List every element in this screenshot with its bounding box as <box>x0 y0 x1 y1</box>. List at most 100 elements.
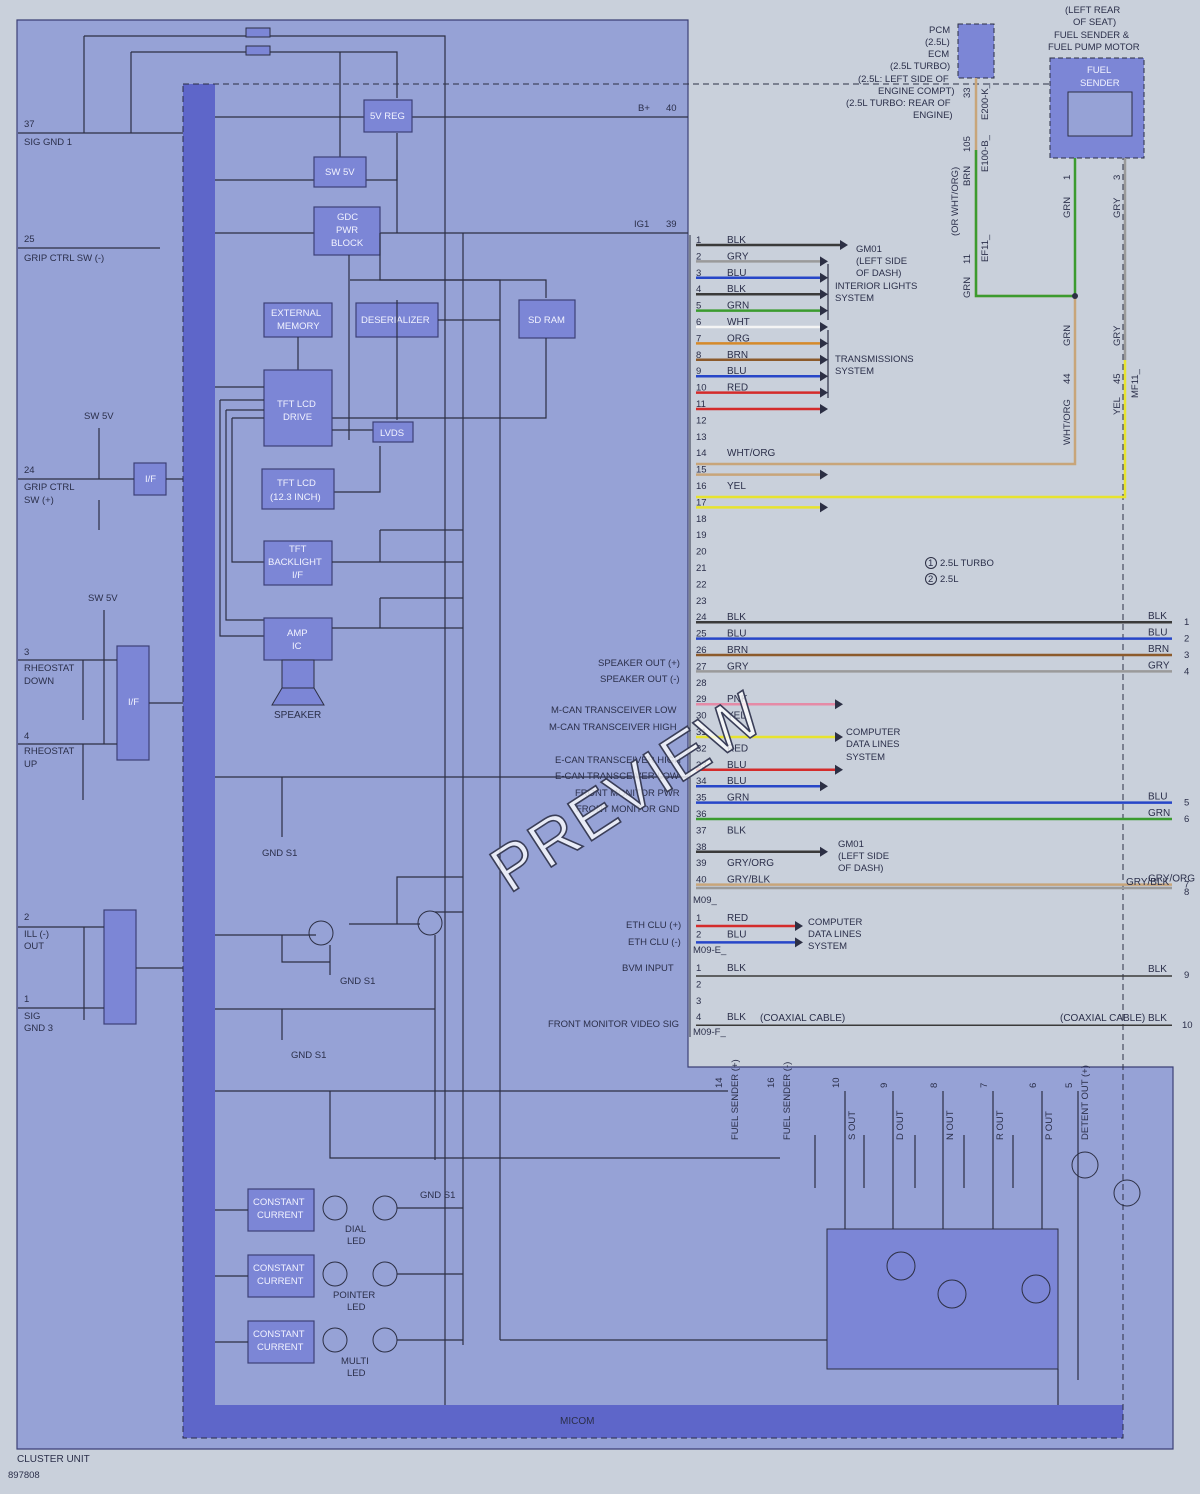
wire-arrow-icon <box>820 781 828 792</box>
connector-a-wire-color: GRY/BLK <box>727 875 770 886</box>
svg-text:SW (+): SW (+) <box>24 495 54 506</box>
svg-text:SENDER: SENDER <box>1080 78 1120 89</box>
coax-left-label: (COAXIAL CABLE) <box>760 1013 845 1024</box>
block-sd-ram: SD RAM <box>518 299 576 339</box>
svg-text:DIAL: DIAL <box>345 1224 366 1235</box>
svg-text:EF11_: EF11_ <box>980 234 991 262</box>
signal-labels: SPEAKER OUT (+) SPEAKER OUT (-) M-CAN TR… <box>548 658 681 1030</box>
svg-text:E-CAN TRANSCEIVER LOW: E-CAN TRANSCEIVER LOW <box>555 771 679 782</box>
svg-text:DATA LINES: DATA LINES <box>808 929 862 940</box>
connector-a-row: 16 YEL <box>696 481 746 492</box>
bplus-pin: 40 <box>666 103 677 114</box>
svg-text:TFT LCD: TFT LCD <box>277 399 316 410</box>
svg-text:GRIP CTRL SW (-): GRIP CTRL SW (-) <box>24 253 104 264</box>
connector-a-row: 18 <box>696 514 707 525</box>
connector-a-wire-color: YEL <box>727 481 746 492</box>
svg-text:(LEFT SIDE: (LEFT SIDE <box>838 851 889 862</box>
svg-text:ILL (-): ILL (-) <box>24 929 49 940</box>
connector-a-pin: 19 <box>696 530 707 541</box>
svg-text:OF DASH): OF DASH) <box>856 268 901 279</box>
svg-text:E100-B_: E100-B_ <box>980 134 991 172</box>
connector-a-pin: 16 <box>696 481 707 492</box>
svg-text:RHEOSTAT: RHEOSTAT <box>24 746 75 757</box>
svg-text:FUEL SENDER &: FUEL SENDER & <box>1054 30 1130 41</box>
svg-text:2: 2 <box>928 574 933 585</box>
connector-a-pin: 10 <box>696 383 707 394</box>
wire-arrow-icon <box>820 387 828 398</box>
wire-arrow-icon <box>820 469 828 480</box>
connector-a-right-color: GRY <box>1148 660 1170 671</box>
block-tft-lcd-12-3: TFT LCD (12.3 INCH) <box>261 468 335 510</box>
svg-text:3: 3 <box>24 647 29 658</box>
connector-a-row: 28 <box>696 678 707 689</box>
connector-a-id: M09_ <box>693 895 717 906</box>
wire-arrow-icon <box>820 371 828 382</box>
bottom-pin-number: 8 <box>929 1083 940 1088</box>
block-sw-5v: SW 5V <box>313 156 367 188</box>
connector-a-wire-color: YEL <box>727 711 746 722</box>
svg-text:POINTER: POINTER <box>333 1290 375 1301</box>
bottom-pin-number: 16 <box>766 1077 777 1088</box>
connector-a-wire-color: BLU <box>727 366 746 377</box>
connector-a-row: 21 <box>696 563 707 574</box>
connector-a-wire-color: WHT/ORG <box>727 448 776 459</box>
connector-a-pin: 38 <box>696 842 707 853</box>
bottom-pin-number: 9 <box>879 1083 890 1088</box>
block-ill-out <box>103 909 137 1025</box>
block-tft-lcd-drive: TFT LCD DRIVE <box>263 369 333 447</box>
connector-a-pin: 28 <box>696 678 707 689</box>
micom-bar <box>183 84 215 1438</box>
backlight-diodes <box>332 529 463 628</box>
svg-text:(2.5L: LEFT SIDE OF: (2.5L: LEFT SIDE OF <box>858 74 949 85</box>
bplus-label: B+ <box>638 103 650 114</box>
connector-a-pin: 8 <box>696 350 701 361</box>
wire-arrow-icon <box>835 764 843 775</box>
svg-text:(2.5L): (2.5L) <box>925 37 950 48</box>
connector-a-row: 19 <box>696 530 707 541</box>
connector-a-wire-color: WHT <box>727 317 750 328</box>
bottom-pin: 10S OUT <box>831 1077 858 1140</box>
wire-arrow-icon <box>820 272 828 283</box>
block-if-1: I/F <box>133 462 167 496</box>
svg-text:AMP: AMP <box>287 628 308 639</box>
wire-arrow-icon <box>795 937 803 948</box>
svg-text:COMPUTER: COMPUTER <box>846 727 901 738</box>
svg-text:BACKLIGHT: BACKLIGHT <box>268 557 322 568</box>
memory-bus-lines <box>297 319 547 419</box>
svg-text:FRONT MONITOR PWR: FRONT MONITOR PWR <box>575 788 680 799</box>
svg-text:GM01: GM01 <box>838 839 864 850</box>
svg-text:GRN: GRN <box>1062 197 1073 218</box>
gnd-s1-a: GND S1 <box>262 848 297 859</box>
svg-text:DOWN: DOWN <box>24 676 54 687</box>
connector-a-pin: 23 <box>696 596 707 607</box>
svg-text:TFT: TFT <box>289 544 307 555</box>
connector-f-wire-color: BLK <box>727 963 746 974</box>
gear-switch-block <box>826 1151 1141 1370</box>
connector-e-wire-color: RED <box>727 913 748 924</box>
svg-text:OF SEAT): OF SEAT) <box>1073 17 1116 28</box>
connector-a-wire-color: RED <box>727 383 748 394</box>
svg-text:CONSTANT: CONSTANT <box>253 1329 305 1340</box>
connector-a-right-color: BLU <box>1148 628 1167 639</box>
connector-a-wire-color: BRN <box>727 645 748 656</box>
connector-f-row: 2 <box>696 979 701 990</box>
connector-a-row: 12 <box>696 415 707 426</box>
connector-a-pin: 39 <box>696 858 707 869</box>
svg-text:ENGINE): ENGINE) <box>913 110 953 121</box>
bottom-pin: 7R OUT <box>979 1083 1006 1140</box>
svg-text:25: 25 <box>24 234 35 245</box>
connector-a-pin: 20 <box>696 547 707 558</box>
connector-a-row: 23 <box>696 596 707 607</box>
block-amp-ic: AMP IC <box>263 617 333 661</box>
wire-arrow-icon <box>820 322 828 332</box>
connector-a-end-pin: 5 <box>1184 798 1189 809</box>
